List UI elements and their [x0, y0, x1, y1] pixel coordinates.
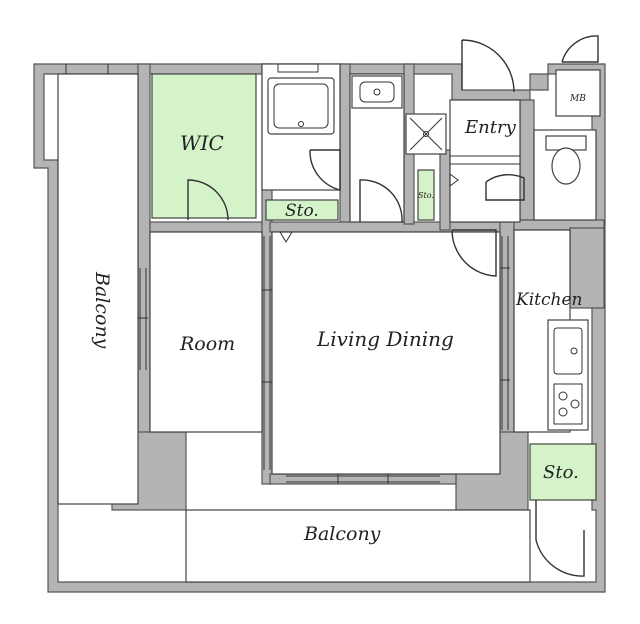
bathtub-inner — [273, 83, 329, 129]
basin-bowl — [359, 81, 395, 103]
kitchen-faucet — [570, 347, 578, 355]
meter-box — [555, 69, 601, 117]
stove-burner-2 — [570, 399, 580, 409]
living-dining-floor — [271, 231, 501, 475]
entry-floor-line — [450, 155, 520, 165]
stove-burner-3 — [558, 407, 568, 417]
bath-window — [277, 63, 319, 73]
washing-machine-cross — [409, 117, 443, 151]
storage-top — [265, 199, 339, 221]
label-storage-kitchen: Sto. — [543, 462, 579, 483]
washing-machine-drain — [423, 131, 429, 137]
storage-kitchen — [529, 443, 597, 501]
room-floor — [149, 231, 263, 433]
doors — [187, 35, 599, 577]
label-living-dining: Living Dining — [316, 327, 454, 351]
label-kitchen: Kitchen — [515, 290, 582, 310]
entry-floor — [449, 99, 521, 223]
kitchen-counter — [547, 319, 589, 431]
label-entry: Entry — [464, 117, 517, 138]
label-room: Room — [179, 333, 235, 355]
hall-marker — [279, 231, 293, 243]
label-wic: WIC — [180, 131, 224, 155]
balcony-left-floor — [57, 73, 139, 505]
basin-tap — [373, 88, 381, 96]
bathtub — [267, 77, 335, 135]
kitchen-sink — [553, 327, 583, 375]
sliding-doors — [65, 64, 510, 484]
label-storage-top: Sto. — [285, 201, 319, 221]
wic-area — [151, 73, 257, 219]
balcony-bottom-floor — [185, 509, 531, 583]
label-mb: MB — [569, 94, 586, 104]
label-balcony-left: Balcony — [91, 271, 113, 349]
stove-burner-1 — [558, 391, 568, 401]
entry-step-marker — [449, 173, 459, 187]
kitchen-stove — [553, 383, 583, 425]
label-balcony-bottom: Balcony — [303, 523, 381, 545]
toilet-bowl — [551, 147, 581, 185]
storage-small — [417, 169, 435, 221]
bathtub-drain — [298, 121, 304, 127]
label-storage-small: Sto. — [418, 191, 434, 200]
